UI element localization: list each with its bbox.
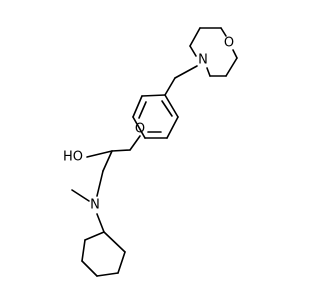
bond-morph-c4-o <box>220 27 227 37</box>
bond-ring-1 <box>164 94 179 118</box>
hydroxyl-label: HO <box>63 150 83 165</box>
bond-ch2-ring <box>164 77 176 96</box>
bond-cy-1 <box>84 231 105 241</box>
ether-oxygen-label: O <box>135 122 145 137</box>
bond-cy-5 <box>117 251 126 274</box>
bond-choh-ch2 <box>102 150 113 172</box>
bond-cy-4 <box>96 272 119 277</box>
bond-n-methyl <box>71 189 90 202</box>
amine-nitrogen-label: N <box>90 198 100 213</box>
morpholine-nitrogen-label: N <box>198 53 208 68</box>
bonds <box>71 27 238 277</box>
bond-ring-inner-3 <box>138 101 147 119</box>
bond-cy-2 <box>81 239 86 262</box>
morpholine-oxygen-label: O <box>224 36 234 51</box>
bond-morph-c7-n <box>206 67 211 77</box>
bond-morph-o-c5 <box>232 49 238 59</box>
bond-ring-2 <box>166 116 179 139</box>
bond-ring-5 <box>132 95 143 118</box>
bond-choh-oh <box>86 150 113 158</box>
molecule-diagram: O N O HO N <box>63 27 238 277</box>
bond-n-ch2 <box>174 65 198 79</box>
bond-cy-6 <box>103 231 126 253</box>
bond-morph-c5-c6 <box>225 57 238 77</box>
atom-labels: O N O HO N <box>63 36 234 213</box>
bond-cy-3 <box>81 260 98 277</box>
bond-ch2-choh <box>111 149 131 152</box>
bond-ch2-n <box>96 170 104 197</box>
bond-morph-n-c2 <box>189 45 197 57</box>
bond-ring-4 <box>132 116 146 139</box>
bond-ring-6 <box>141 94 166 97</box>
bond-o-ch2 <box>129 135 141 151</box>
bond-ring-inner-1 <box>161 100 173 117</box>
bond-morph-c2-c3 <box>189 27 201 47</box>
bond-n-cy <box>96 213 105 233</box>
